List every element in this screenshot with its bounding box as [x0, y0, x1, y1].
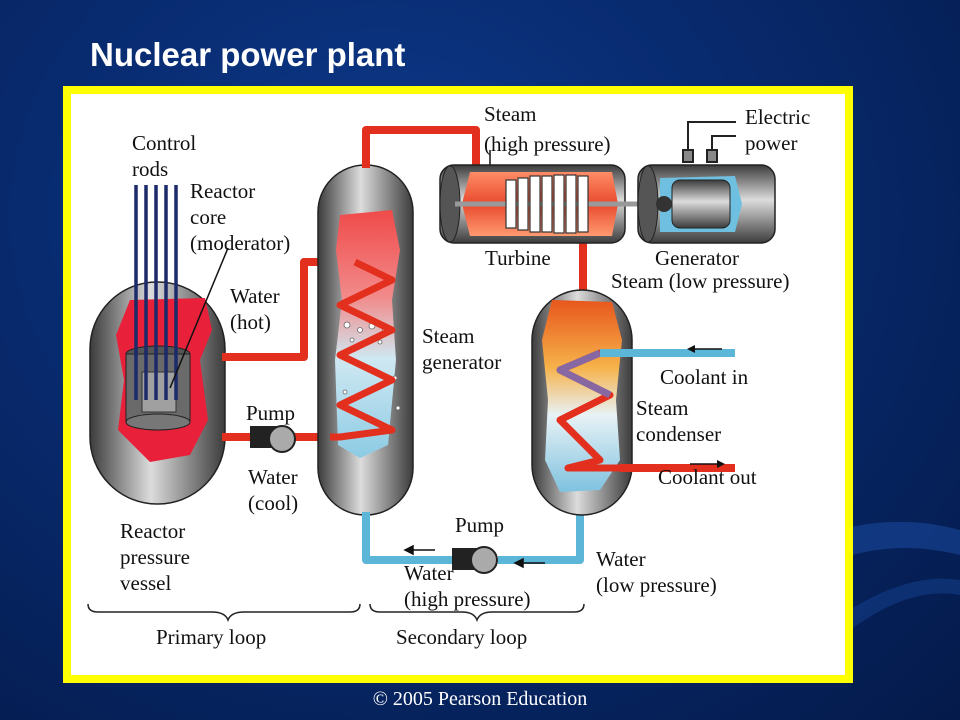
coolant-pipes	[600, 345, 735, 472]
power-terminals	[682, 121, 736, 163]
control-rods	[134, 185, 178, 400]
label-water-hot: Water (hot)	[230, 284, 285, 334]
label-steam-condenser: Steam condenser	[636, 396, 721, 446]
primary-pump	[250, 425, 296, 453]
label-steam-generator: Steam generator	[422, 324, 501, 374]
loop-brackets	[87, 603, 585, 623]
steam-condenser	[531, 289, 728, 516]
core-pointer-line	[169, 247, 229, 389]
label-control-rods: Control rods	[132, 131, 201, 181]
label-coolant-in: Coolant in	[660, 365, 749, 389]
label-steam-low: Steam (low pressure)	[611, 269, 789, 293]
slide-title: Nuclear power plant	[90, 36, 406, 73]
steam-generator	[317, 164, 414, 516]
label-secondary-loop: Secondary loop	[396, 625, 527, 649]
label-water-high-pressure: Water (high pressure)	[404, 561, 531, 611]
turbine-blades	[505, 174, 589, 234]
label-water-cool: Water (cool)	[248, 465, 303, 515]
copyright-notice: © 2005 Pearson Education	[372, 688, 588, 710]
generator	[637, 121, 776, 244]
label-electric-power: Electric power	[745, 105, 816, 155]
secondary-pump	[452, 546, 498, 574]
label-water-low-pressure: Water (low pressure)	[596, 547, 717, 597]
high-pressure-steam-pipe	[362, 126, 480, 170]
label-reactor-core: Reactor core (moderator)	[190, 179, 290, 255]
label-coolant-out: Coolant out	[658, 465, 757, 489]
label-primary-loop: Primary loop	[156, 625, 266, 649]
label-pump-secondary: Pump	[455, 513, 504, 537]
label-pump-primary: Pump	[246, 401, 295, 425]
label-steam-high: Steam (high pressure)	[484, 102, 611, 156]
feedwater-pipe	[362, 505, 584, 564]
label-generator: Generator	[655, 246, 739, 270]
label-reactor-vessel: Reactor pressure vessel	[120, 519, 195, 595]
turbine	[439, 164, 655, 244]
label-turbine: Turbine	[485, 246, 551, 270]
